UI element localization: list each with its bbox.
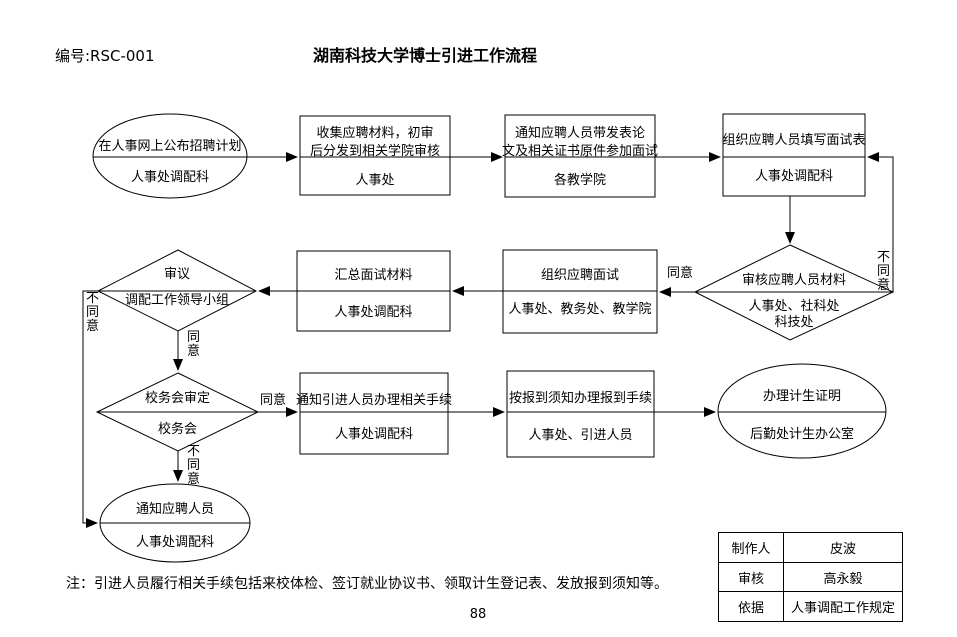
publish-plan-action-label: 在人事网上公布招聘计划 bbox=[98, 139, 242, 154]
info-table-reviewer-label: 审核 bbox=[719, 562, 784, 592]
check-materials-action-label: 审核应聘人员材料 bbox=[741, 273, 846, 288]
info-table-reviewer-value: 高永毅 bbox=[823, 571, 863, 587]
summary-dept-label: 人事处调配科 bbox=[334, 305, 413, 320]
fill-form-dept-label: 人事处调配科 bbox=[754, 169, 833, 184]
info-table: 制作人 皮波 审核 高永毅 依据 人事调配工作规定 bbox=[718, 532, 903, 622]
publish-plan-dept-label: 人事处调配科 bbox=[130, 170, 209, 185]
notify-procedure-dept-label: 人事处调配科 bbox=[334, 427, 413, 442]
info-table-basis-label: 依据 bbox=[719, 592, 784, 622]
family-cert-dept-label: 后勤处计生办公室 bbox=[749, 427, 854, 442]
notify-applicant-dept-label: 人事处调配科 bbox=[135, 535, 214, 550]
register-dept-label: 人事处、引进人员 bbox=[528, 428, 633, 443]
info-table-row-reviewer: 审核 高永毅 bbox=[719, 561, 902, 592]
interview-dept-label: 人事处、教务处、教学院 bbox=[508, 302, 652, 317]
interview-action-label: 组织应聘面试 bbox=[540, 268, 619, 283]
page-number: 88 bbox=[469, 607, 487, 622]
review-action-label: 审议 bbox=[163, 267, 190, 282]
council-dept-label: 校务会 bbox=[157, 422, 197, 437]
node-check-materials-decision-shape bbox=[693, 244, 895, 341]
node-notify-procedure-shape bbox=[299, 372, 449, 455]
check-materials-dept-line2: 科技处 bbox=[774, 315, 814, 330]
notify-applicant-action-label: 通知应聘人员 bbox=[135, 502, 214, 517]
footnote: 注：引进人员履行相关手续包括来校体检、签订就业协议书、领取计生登记表、发放报到须… bbox=[66, 576, 668, 592]
info-table-maker-label: 制作人 bbox=[719, 533, 784, 562]
node-notify-exam-shape bbox=[504, 114, 656, 198]
notify-exam-action-line2: 文及相关证书原件参加面试 bbox=[502, 144, 659, 159]
shape-divider-lines bbox=[93, 156, 893, 524]
collect-action-line1: 收集应聘材料，初审 bbox=[316, 126, 434, 141]
check-materials-dept-line1: 人事处、社科处 bbox=[748, 299, 840, 314]
agree-label-review: 同意 bbox=[186, 330, 200, 359]
node-collect-shape bbox=[299, 115, 451, 196]
node-publish-plan-shape bbox=[92, 113, 248, 199]
node-register-shape bbox=[506, 370, 655, 458]
info-table-row-maker: 制作人 皮波 bbox=[719, 533, 902, 562]
page-title: 湖南科技大学博士引进工作流程 bbox=[313, 46, 538, 65]
register-action-label: 按报到须知办理报到手续 bbox=[508, 391, 652, 406]
fill-form-action-label: 组织应聘人员填写面试表 bbox=[722, 133, 866, 148]
notify-exam-dept-label: 各教学院 bbox=[553, 173, 606, 188]
node-family-cert-shape bbox=[717, 363, 887, 459]
council-action-label: 校务会审定 bbox=[144, 391, 210, 406]
disagree-label-review: 不同意 bbox=[85, 291, 99, 334]
summary-action-label: 汇总面试材料 bbox=[334, 268, 413, 283]
disagree-label-check-materials: 不同意 bbox=[876, 250, 890, 293]
arrow-review-disagree-to-notify-applicant bbox=[82, 290, 98, 528]
family-cert-action-label: 办理计生证明 bbox=[762, 389, 841, 404]
collect-dept-label: 人事处 bbox=[355, 173, 395, 188]
info-table-row-basis: 依据 人事调配工作规定 bbox=[719, 591, 902, 622]
arrow-check-materials-disagree-return bbox=[867, 152, 894, 292]
info-table-basis-value: 人事调配工作规定 bbox=[790, 601, 895, 617]
node-fill-form-shape bbox=[722, 113, 866, 197]
review-dept-label: 调配工作领导小组 bbox=[124, 293, 229, 308]
disagree-label-council: 不同意 bbox=[186, 444, 200, 487]
doc-number: 编号:RSC-001 bbox=[55, 47, 155, 65]
collect-action-line2: 后分发到相关学院审核 bbox=[309, 144, 440, 159]
agree-label-council: 同意 bbox=[259, 393, 286, 408]
agree-label-check-materials: 同意 bbox=[666, 266, 693, 281]
flow-connectors bbox=[82, 152, 894, 528]
notify-procedure-action-label: 通知引进人员办理相关手续 bbox=[296, 393, 453, 408]
notify-exam-action-line1: 通知应聘人员带发表论 bbox=[514, 126, 645, 141]
info-table-maker-value: 皮波 bbox=[829, 541, 856, 557]
